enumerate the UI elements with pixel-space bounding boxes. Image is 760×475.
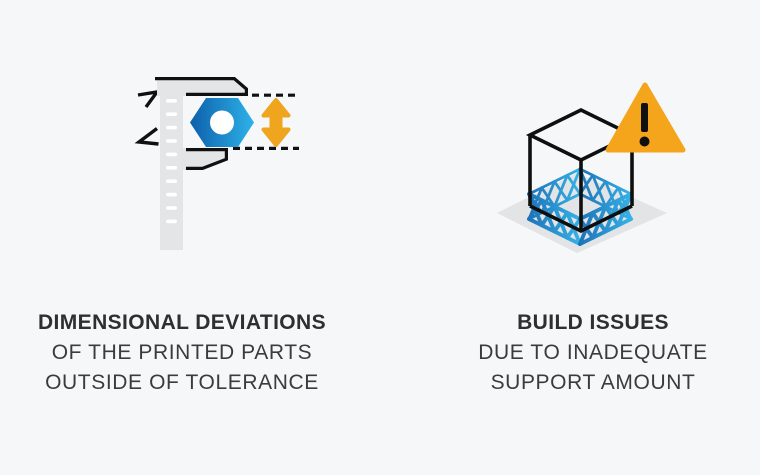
caption-line: SUPPORT AMOUNT [490, 371, 696, 394]
tolerance-arrow-icon [261, 98, 291, 147]
caliper-upper-jaw-outline [155, 77, 248, 96]
caption-line: OF THE PRINTED PARTS [51, 341, 313, 364]
cube-with-support-warning-icon [497, 82, 686, 253]
caliper-upper-jaw [157, 77, 248, 96]
inner-jaw-arrow-top [137, 89, 161, 109]
nut-icon [190, 98, 254, 147]
caption-dimensional-deviations: DIMENSIONAL DEVIATIONS OF THE PRINTED PA… [0, 308, 372, 398]
caption-title: DIMENSIONAL DEVIATIONS [37, 311, 327, 334]
caption-line: OUTSIDE OF TOLERANCE [45, 371, 319, 394]
caliper-icon [134, 77, 248, 250]
caliper-beam [160, 77, 183, 250]
warning-triangle-icon [605, 82, 686, 153]
support-lattice-icon [527, 167, 633, 246]
cube-wireframe-icon [525, 107, 637, 234]
caption-title: BUILD ISSUES [517, 311, 669, 334]
ruler-ticks [166, 99, 177, 224]
exclamation-dot [639, 136, 650, 147]
caliper-measuring-nut-icon [134, 77, 299, 250]
caption-build-issues: BUILD ISSUES DUE TO INADEQUATE SUPPORT A… [403, 308, 760, 398]
caption-line: DUE TO INADEQUATE [478, 341, 708, 364]
feature-build-issues: BUILD ISSUES DUE TO INADEQUATE SUPPORT A… [380, 0, 760, 475]
inner-jaw-arrow-bottom [134, 127, 159, 146]
nut-hole [210, 110, 234, 135]
exclamation-bar [641, 103, 648, 132]
dimension-dashed-lines [233, 93, 299, 150]
caliper-lower-jaw-outline [186, 148, 228, 170]
feature-dimensional-deviations: DIMENSIONAL DEVIATIONS OF THE PRINTED PA… [0, 77, 372, 398]
